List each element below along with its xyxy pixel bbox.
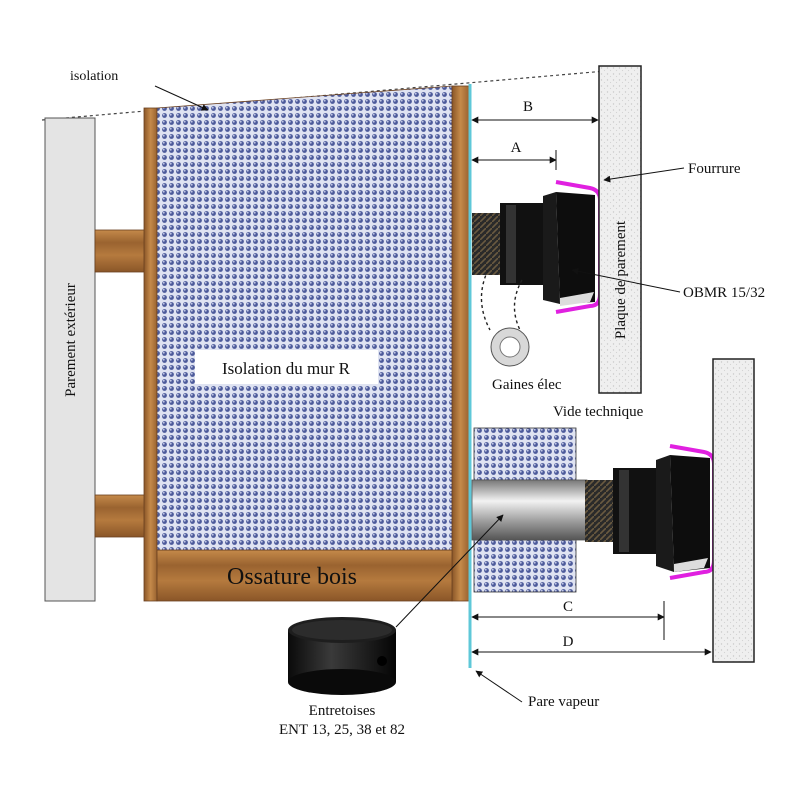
lower-threaded-rod bbox=[585, 480, 615, 542]
plasterboard-lower bbox=[712, 358, 755, 663]
entretoise-spacer-icon bbox=[288, 617, 396, 695]
batten-top bbox=[94, 229, 146, 273]
batten-bottom bbox=[94, 494, 146, 538]
fourrure-leader bbox=[603, 167, 685, 183]
frame-right-stud bbox=[451, 85, 470, 602]
wall-insulation bbox=[156, 85, 453, 551]
vide-technique-label: Vide technique bbox=[553, 404, 644, 420]
obmr-leader bbox=[571, 267, 681, 293]
frame-bottom-plate bbox=[156, 549, 453, 602]
entretoises-label-2: ENT 13, 25, 38 et 82 bbox=[279, 722, 405, 738]
lower-mount bbox=[585, 444, 716, 580]
isolation-leader bbox=[154, 85, 209, 111]
entretoise-leader bbox=[395, 514, 504, 628]
upper-threaded-rod bbox=[472, 213, 502, 275]
frame-label: Ossature bois bbox=[227, 564, 357, 590]
exterior-cladding-panel bbox=[44, 117, 96, 602]
upper-mount bbox=[472, 180, 602, 314]
lower-insulation-lower-block bbox=[473, 539, 577, 593]
dimension-b-label: B bbox=[523, 99, 533, 115]
isolation-label: isolation bbox=[70, 69, 118, 84]
pare-vapeur-label: Pare vapeur bbox=[528, 694, 599, 710]
exterior-cladding-label: Parement extérieur bbox=[63, 283, 79, 397]
fourrure-label: Fourrure bbox=[688, 161, 741, 177]
wall-insulation-label-box bbox=[195, 350, 378, 384]
lower-insulation-upper-block bbox=[473, 427, 577, 481]
spacer-rod bbox=[471, 479, 588, 541]
plasterboard-upper bbox=[598, 65, 642, 394]
wall-insulation-label: Isolation du mur R bbox=[222, 359, 351, 378]
dimension-c-label: C bbox=[563, 599, 573, 615]
frame-left-board bbox=[143, 107, 158, 602]
pare-vapeur-leader bbox=[475, 670, 523, 703]
conduit-curve-left bbox=[480, 269, 491, 331]
obmr-label: OBMR 15/32 bbox=[683, 285, 765, 301]
lower-rubber-cone bbox=[656, 455, 674, 572]
dimension-a-label: A bbox=[511, 140, 522, 156]
dimension-d-label: D bbox=[563, 634, 574, 650]
conduit-curve-right bbox=[513, 279, 523, 331]
entretoises-label-1: Entretoises bbox=[309, 703, 376, 719]
upper-rubber-cone bbox=[543, 192, 560, 304]
gaines-label: Gaines élec bbox=[492, 377, 562, 393]
